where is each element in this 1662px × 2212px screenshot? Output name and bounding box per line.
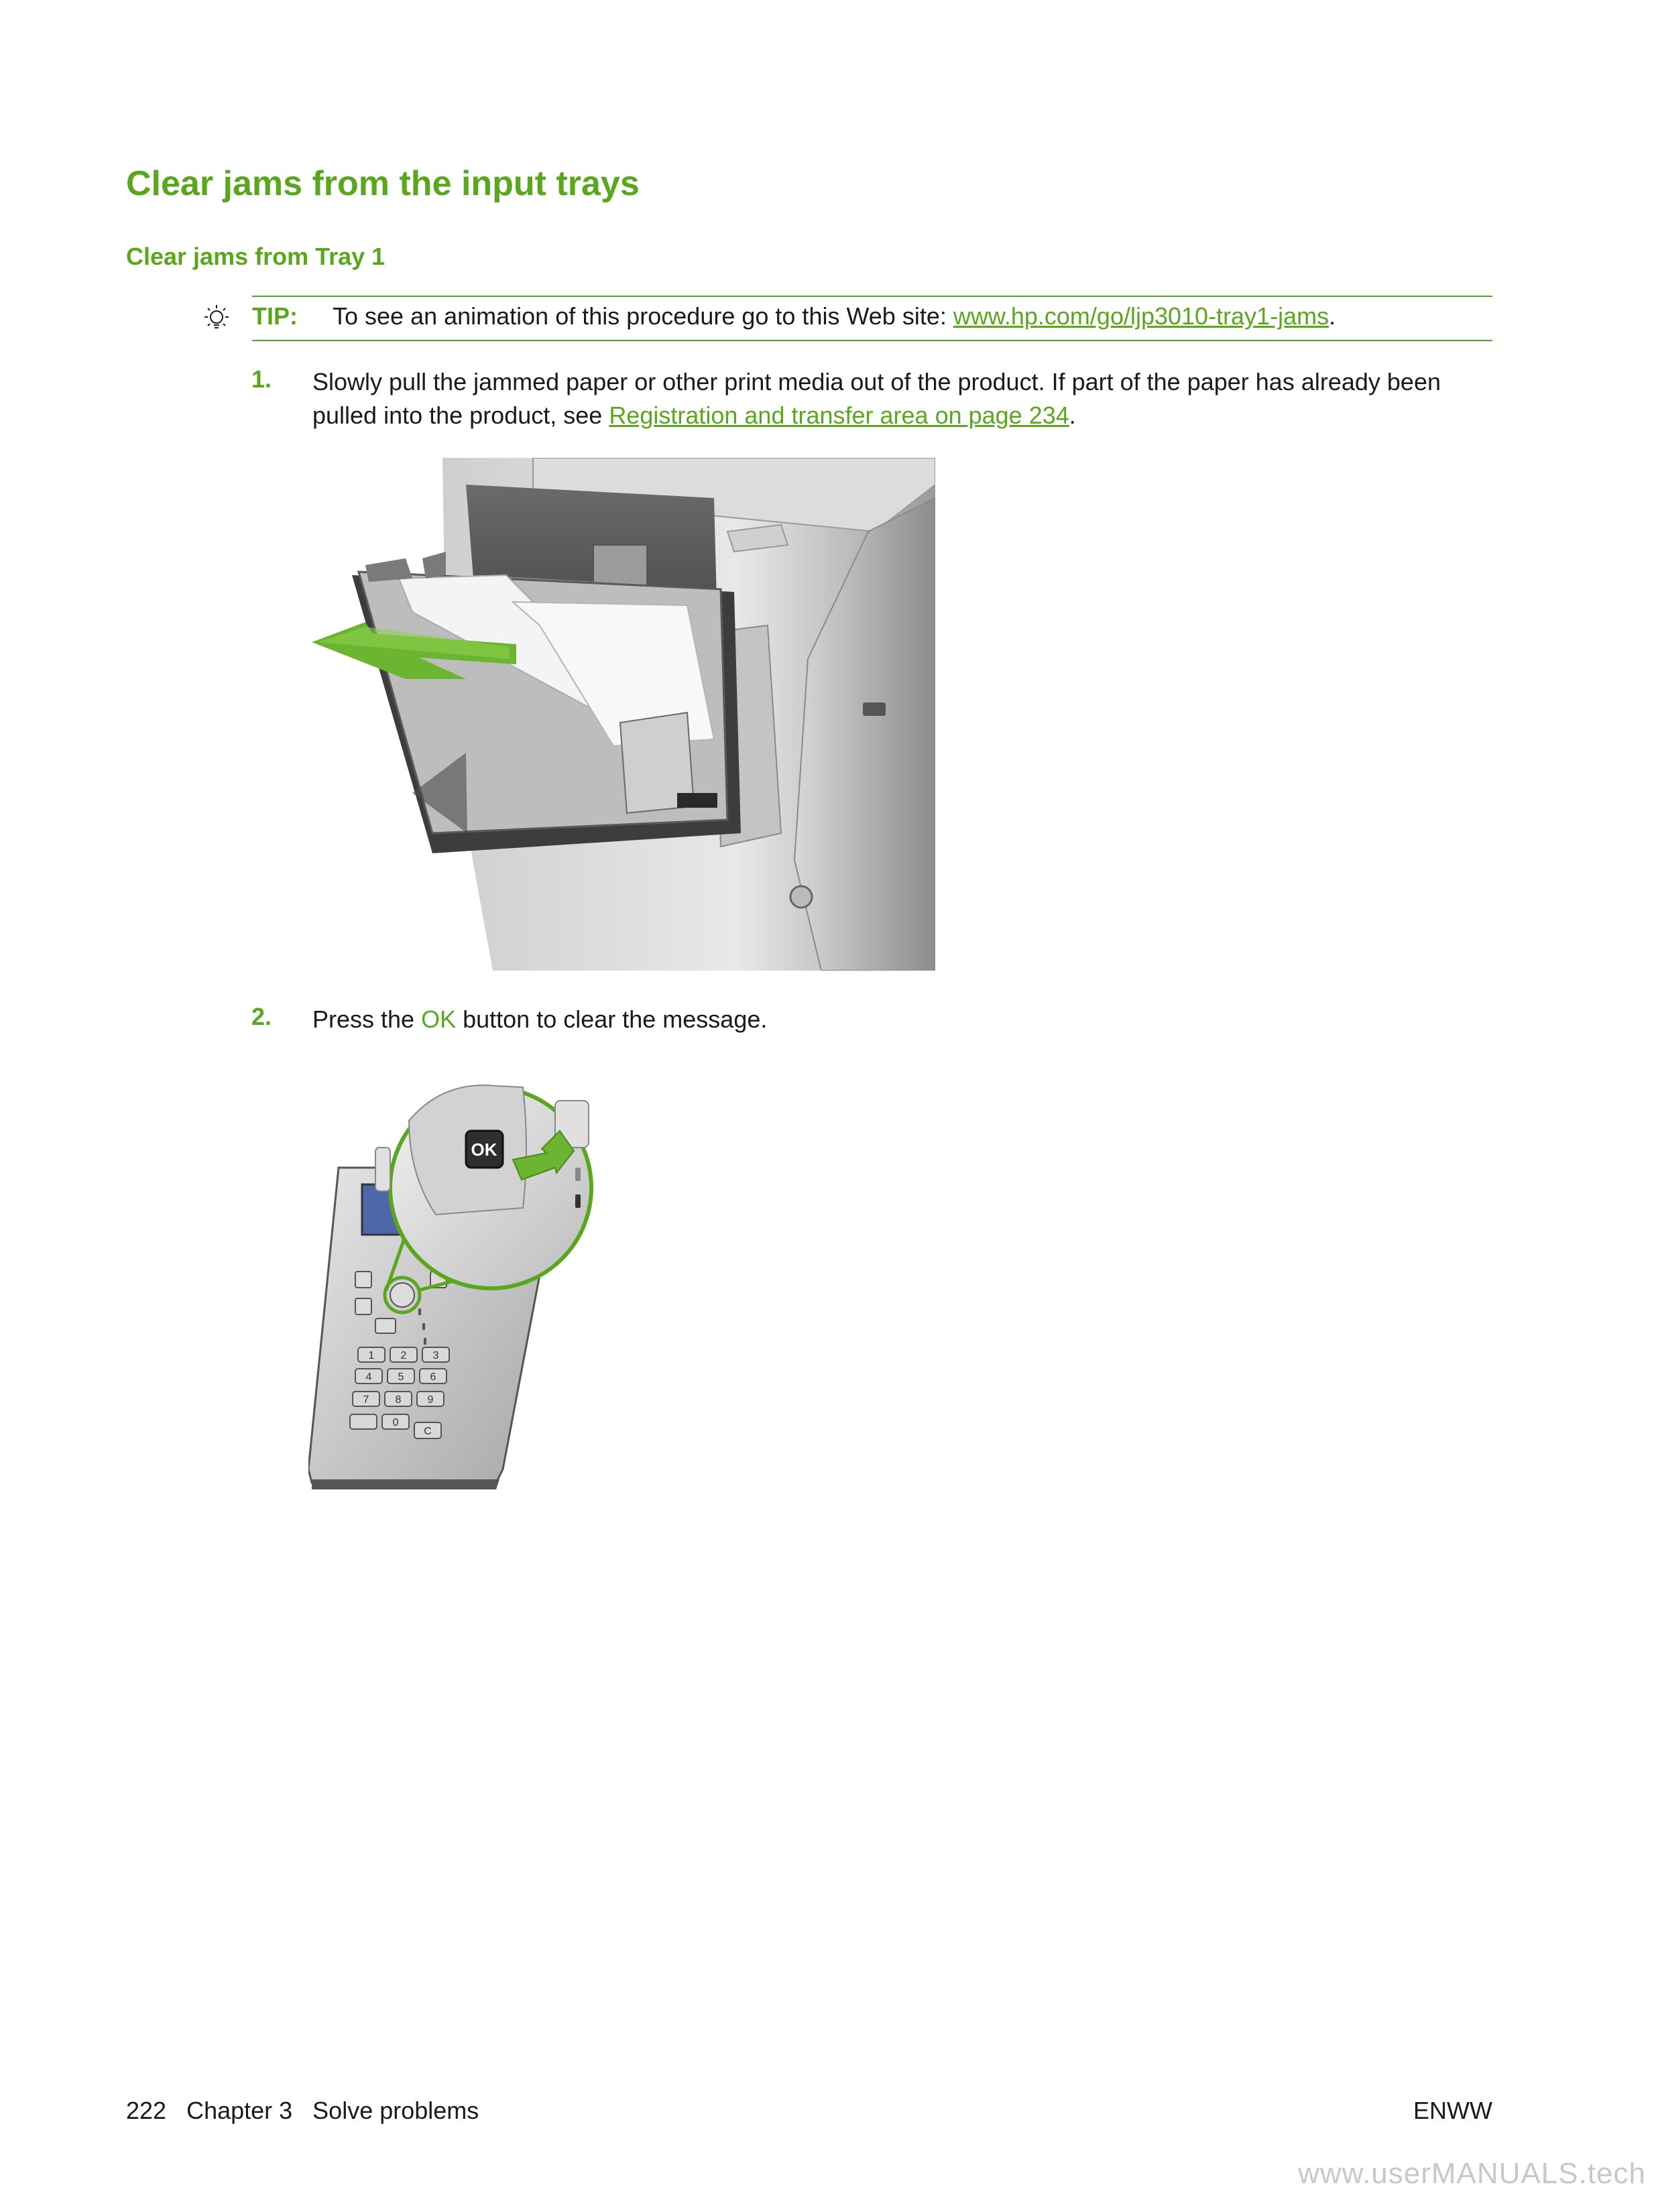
key-c: C — [424, 1426, 432, 1437]
animation-link[interactable]: www.hp.com/go/ljp3010-tray1-jams — [953, 302, 1329, 330]
key-9: 9 — [428, 1394, 434, 1406]
step-1-end: . — [1069, 402, 1076, 429]
page-title: Clear jams from the input trays — [126, 164, 640, 203]
control-panel-illustration: 1 2 3 4 5 6 7 8 9 0 C OK — [308, 1085, 593, 1489]
step-2-number: 2. — [251, 1003, 272, 1030]
tip-text-body: To see an animation of this procedure go… — [333, 302, 953, 330]
lightbulb-icon — [204, 305, 229, 328]
tip-label: TIP: — [252, 302, 298, 330]
key-5: 5 — [398, 1371, 404, 1383]
tip-rule-top — [252, 296, 1492, 297]
key-1: 1 — [369, 1350, 375, 1361]
key-3: 3 — [433, 1350, 439, 1361]
step-2-after: button to clear the message. — [456, 1005, 768, 1033]
footer-enww: ENWW — [1413, 2097, 1492, 2124]
registration-link[interactable]: Registration and transfer area on page 2… — [609, 402, 1069, 429]
key-7: 7 — [363, 1394, 369, 1406]
tip-rule-bottom — [252, 340, 1492, 341]
section-title: Clear jams from Tray 1 — [126, 243, 385, 270]
key-2: 2 — [401, 1350, 407, 1361]
step-1-number: 1. — [251, 365, 272, 393]
tray1-jam-illustration — [312, 458, 935, 971]
key-8: 8 — [396, 1394, 402, 1406]
step-1-body: Slowly pull the jammed paper or other pr… — [312, 368, 1441, 429]
watermark: www.userMANUALS.tech — [1298, 2157, 1646, 2190]
ok-keyword: OK — [421, 1005, 457, 1033]
step-2-before: Press the — [312, 1005, 422, 1033]
tip-text-end: . — [1329, 302, 1336, 330]
step-2-text: Press the OK button to clear the message… — [312, 1003, 767, 1036]
key-6: 6 — [430, 1371, 436, 1383]
tip-box: TIP: To see an animation of this procedu… — [201, 296, 1492, 341]
ok-button-label: OK — [471, 1140, 497, 1160]
key-4: 4 — [366, 1371, 372, 1383]
key-0: 0 — [393, 1417, 399, 1428]
footer-chapter: 222 Chapter 3 Solve problems — [126, 2097, 479, 2124]
tip-text: To see an animation of this procedure go… — [333, 302, 1335, 330]
step-1-text: Slowly pull the jammed paper or other pr… — [312, 365, 1499, 432]
